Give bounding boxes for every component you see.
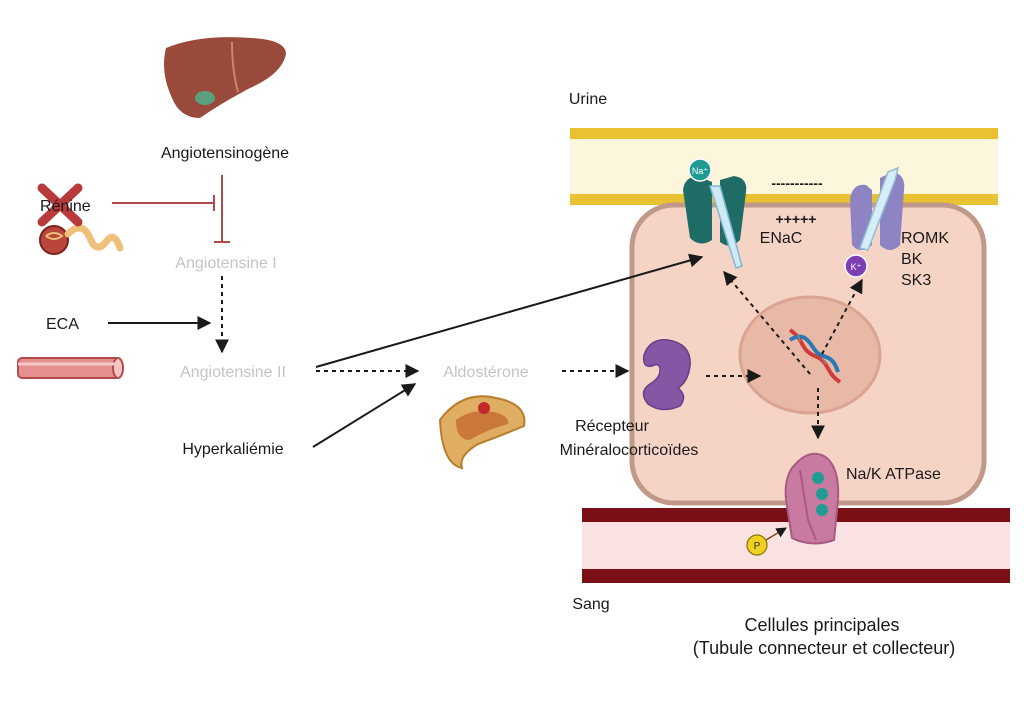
angiotensin2-label: Angiotensine II xyxy=(180,364,286,381)
eca-label: ECA xyxy=(46,316,79,333)
hyperkalemia-arrow xyxy=(312,383,417,448)
adrenal-gland-icon xyxy=(438,395,526,470)
caption-line2: (Tubule connecteur et collecteur) xyxy=(693,638,955,658)
nucleus-to-romk-arrow xyxy=(821,278,863,355)
enac-channel-icon xyxy=(683,176,747,269)
angiotensin1-label: Angiotensine I xyxy=(175,255,276,272)
plus-charges: +++++ xyxy=(776,211,817,227)
angiotensinogen-label: Angiotensinogène xyxy=(161,145,289,162)
phosphate-link xyxy=(765,527,787,541)
minus-charges: ----------- xyxy=(771,175,823,191)
aldosterone-label: Aldostérone xyxy=(443,364,528,381)
liver-icon xyxy=(164,37,286,118)
na-badge-label: Na⁺ xyxy=(692,166,709,176)
receptor-label-line1: Récepteur xyxy=(575,418,649,435)
urine-lumen xyxy=(570,128,998,205)
enac-label: ENaC xyxy=(760,230,803,247)
blood-label: Sang xyxy=(572,596,609,613)
k-badge xyxy=(844,254,868,278)
cross-icon xyxy=(37,183,83,227)
sk3-label: SK3 xyxy=(901,272,931,289)
atpase-label: Na/K ATPase xyxy=(846,466,941,483)
romk-channel-icon xyxy=(850,166,905,251)
caption-line1: Cellules principales xyxy=(744,615,899,635)
na-badge xyxy=(688,158,712,182)
k-badge-label: K⁺ xyxy=(851,262,862,272)
hyperkalemia-label: Hyperkaliémie xyxy=(182,441,283,458)
bk-label: BK xyxy=(901,251,923,268)
ang2-to-enac-arrow xyxy=(315,253,704,368)
blood-vessel-icon xyxy=(17,357,124,379)
phosphate-badge xyxy=(746,534,768,556)
receptor-label-line2: Minéralocorticoïdes xyxy=(560,442,699,459)
renin-label: Rénine xyxy=(40,198,91,215)
phosphate-badge-label: P xyxy=(754,541,761,552)
dna-icon xyxy=(788,328,842,384)
urine-label: Urine xyxy=(569,91,607,108)
receptor-icon xyxy=(642,339,691,411)
atpase-pump-icon xyxy=(784,452,840,545)
nucleus-to-enac-arrow xyxy=(723,270,811,375)
kidney-tubule-icon xyxy=(39,224,124,255)
romk-label: ROMK xyxy=(901,230,949,247)
